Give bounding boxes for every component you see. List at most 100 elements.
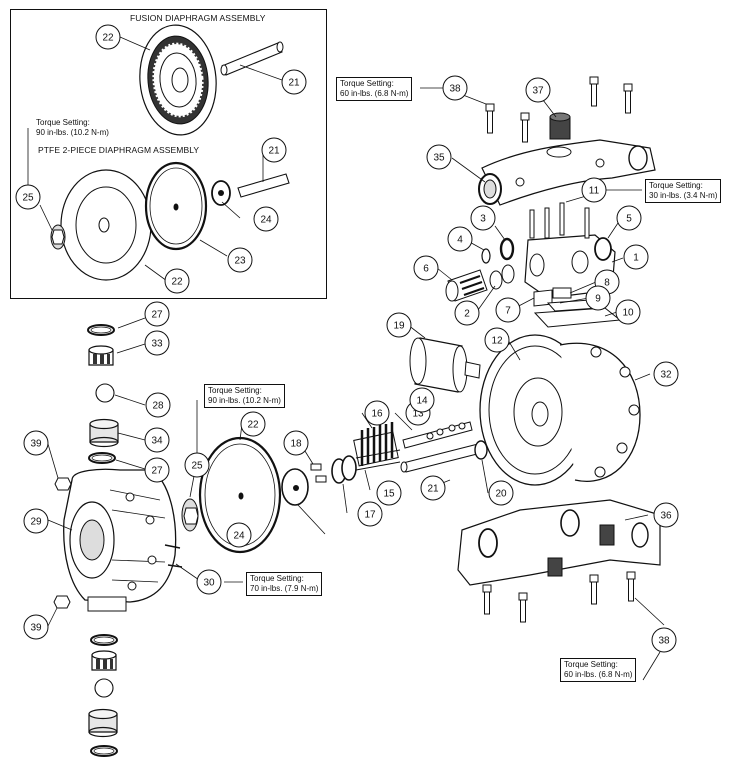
oring-27-top [87, 324, 115, 336]
callout-6: 6 [413, 255, 439, 281]
torque-note-30: Torque Setting:70 in-lbs. (7.9 N-m) [246, 572, 323, 596]
callout-32: 32 [653, 361, 679, 387]
callout-label: 15 [383, 489, 395, 500]
callout-label: 11 [589, 186, 600, 197]
seal-17 [331, 455, 357, 484]
callout-label: 30 [203, 578, 215, 589]
callout-4: 4 [447, 226, 473, 252]
seal-4 [481, 248, 491, 264]
air-chamber-12 [479, 334, 591, 486]
callout-label: 18 [290, 439, 302, 450]
seal-3 [499, 237, 515, 261]
callout-21: 21 [281, 69, 307, 95]
top-manifold [478, 139, 656, 206]
bushing-20 [474, 440, 488, 460]
backup-ring-24-inset [211, 180, 231, 206]
springs-15-16 [353, 422, 401, 471]
callout-22: 22 [240, 411, 266, 437]
callout-label: 7 [505, 306, 511, 317]
callout-15: 15 [376, 480, 402, 506]
callout-label: 32 [660, 370, 672, 381]
callout-2: 2 [454, 300, 480, 326]
callout-22: 22 [95, 24, 121, 50]
callout-label: 6 [423, 264, 429, 275]
leader-lines [27, 36, 665, 681]
callout-label: 2 [464, 309, 470, 320]
ptfe-assembly-title: PTFE 2-PIECE DIAPHRAGM ASSEMBLY [38, 145, 200, 155]
callout-label: 23 [234, 256, 246, 267]
callout-label: 38 [449, 84, 461, 95]
callout-39: 39 [23, 430, 49, 456]
callout-11: 11 [581, 177, 607, 203]
callout-label: 27 [151, 466, 163, 477]
fusion-assembly-title: FUSION DIAPHRAGM ASSEMBLY [130, 13, 266, 23]
callout-label: 14 [416, 396, 428, 407]
callout-24: 24 [226, 522, 252, 548]
callout-27: 27 [144, 457, 170, 483]
callout-label: 22 [102, 33, 114, 44]
callout-label: 4 [457, 235, 463, 246]
ball-lower [94, 678, 114, 698]
callout-14: 14 [409, 387, 435, 413]
callout-label: 21 [427, 484, 439, 495]
shaft-21-inset-bottom [237, 173, 290, 198]
callout-19: 19 [386, 312, 412, 338]
callout-36: 36 [653, 502, 679, 528]
cage-33 [88, 345, 114, 366]
spool-2 [489, 264, 515, 290]
pilot-8 [552, 287, 572, 299]
plate-24-main [281, 468, 309, 506]
callout-21: 21 [420, 475, 446, 501]
callout-1: 1 [623, 244, 649, 270]
callout-label: 8 [604, 278, 610, 289]
callout-10: 10 [615, 299, 641, 325]
nut-39-top [54, 477, 72, 491]
callout-28: 28 [145, 392, 171, 418]
callout-label: 24 [260, 215, 272, 226]
callout-38: 38 [651, 627, 677, 653]
callout-17: 17 [357, 501, 383, 527]
plug-37 [549, 112, 571, 140]
callout-21: 21 [261, 137, 287, 163]
ptfe-outer-plate [60, 169, 152, 281]
callout-label: 25 [22, 193, 34, 204]
nut-25-main [181, 498, 199, 532]
callout-label: 19 [393, 321, 405, 332]
callout-label: 37 [532, 86, 544, 97]
callout-35: 35 [426, 144, 452, 170]
callout-label: 39 [30, 623, 42, 634]
callout-label: 25 [191, 461, 203, 472]
callout-5: 5 [616, 205, 642, 231]
callout-label: 5 [626, 214, 632, 225]
torque-note-38-bottom: Torque Setting:60 in-lbs. (6.8 N-m) [560, 658, 637, 682]
torque-note-11: Torque Setting:30 in-lbs. (3.4 N-m) [645, 179, 722, 203]
callout-23: 23 [227, 247, 253, 273]
callout-9: 9 [585, 285, 611, 311]
callout-label: 21 [268, 146, 280, 157]
callout-label: 39 [30, 439, 42, 450]
callout-27: 27 [144, 301, 170, 327]
callout-label: 20 [495, 489, 507, 500]
callout-16: 16 [364, 400, 390, 426]
callout-label: 36 [660, 511, 672, 522]
callout-label: 16 [371, 409, 383, 420]
oring-27-low [90, 634, 118, 646]
torque-note-25-main: Torque Setting:90 in-lbs. (10.2 N-m) [204, 384, 285, 408]
callout-label: 27 [151, 310, 163, 321]
torque-note-25-inset: Torque Setting:90 in-lbs. (10.2 N-m) [36, 118, 109, 138]
center-block-1 [524, 202, 616, 299]
fusion-diaphragm [139, 24, 217, 136]
callout-label: 38 [658, 636, 670, 647]
seat-34 [89, 418, 119, 448]
callout-25: 25 [15, 184, 41, 210]
callout-30: 30 [196, 569, 222, 595]
screw-18 [310, 463, 327, 483]
callout-25: 25 [184, 452, 210, 478]
cap-5 [594, 237, 612, 261]
callout-20: 20 [488, 480, 514, 506]
callout-label: 29 [30, 517, 42, 528]
callout-label: 10 [622, 308, 634, 319]
muffler-6 [445, 269, 488, 302]
callout-label: 22 [171, 277, 183, 288]
